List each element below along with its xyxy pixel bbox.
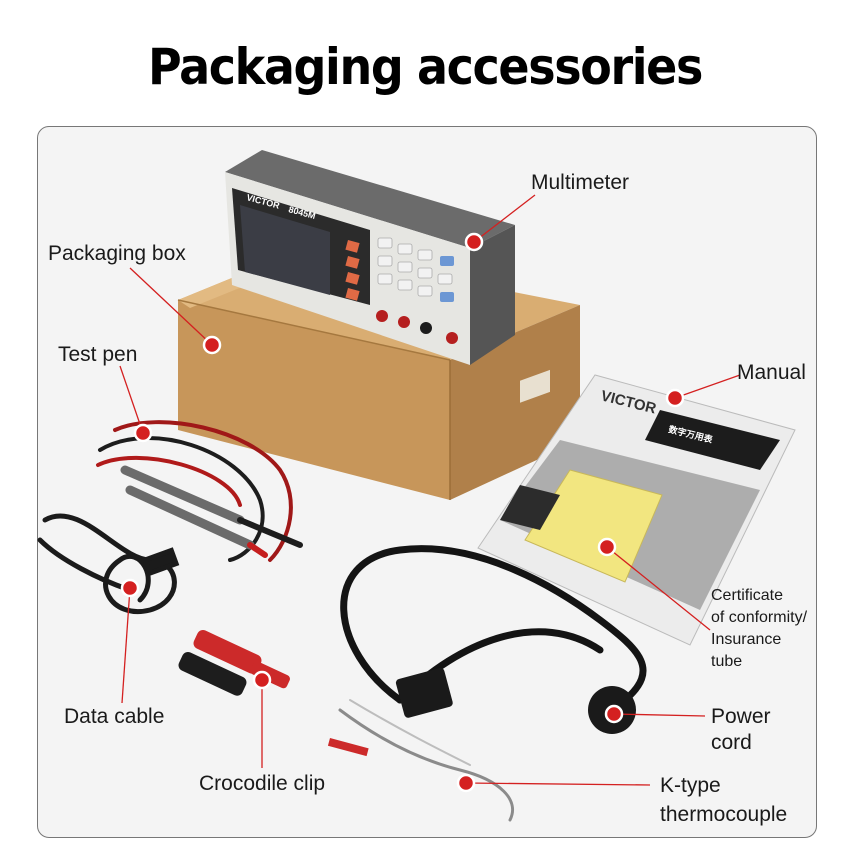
callout-dot-packaging-box (202, 335, 222, 355)
test-pen-image (96, 420, 303, 562)
label-certificate-line2: of conformity/ (711, 609, 808, 626)
callout-dot-certificate (597, 537, 617, 557)
data-cable-image (37, 513, 180, 614)
label-manual: Manual (737, 361, 806, 384)
thermocouple-image (327, 699, 514, 822)
callout-dot-crocodile-clip (252, 670, 272, 690)
label-thermo-line2: thermocouple (660, 803, 788, 826)
callout-dots (120, 232, 685, 793)
label-power-line1: Power (711, 705, 771, 728)
power-cord-image (340, 545, 647, 734)
crocodile-clip-image (178, 629, 290, 696)
label-certificate-line3: Insurance (711, 631, 782, 648)
callout-dot-multimeter (464, 232, 484, 252)
callout-lines (119, 194, 741, 786)
label-power-line2: cord (711, 731, 752, 754)
label-test-pen: Test pen (58, 343, 138, 366)
label-multimeter: Multimeter (531, 171, 630, 194)
callout-dot-manual (665, 388, 685, 408)
multimeter-image: VICTOR 8045M (225, 150, 515, 365)
label-certificate-line4: tube (711, 653, 743, 670)
callout-dot-power-cord (604, 704, 624, 724)
callout-dot-test-pen (133, 423, 153, 443)
label-thermo-line1: K-type (660, 774, 721, 797)
callout-dot-data-cable (120, 578, 140, 598)
label-crocodile-clip: Crocodile clip (199, 772, 326, 795)
page-title: Packaging accessories (147, 38, 703, 96)
label-data-cable: Data cable (64, 705, 165, 728)
callout-dot-thermocouple (456, 773, 476, 793)
label-certificate-line1: Certificate (711, 587, 784, 604)
manual-image: 数字万用表 VICTOR (477, 374, 796, 646)
label-packaging-box: Packaging box (48, 242, 186, 265)
